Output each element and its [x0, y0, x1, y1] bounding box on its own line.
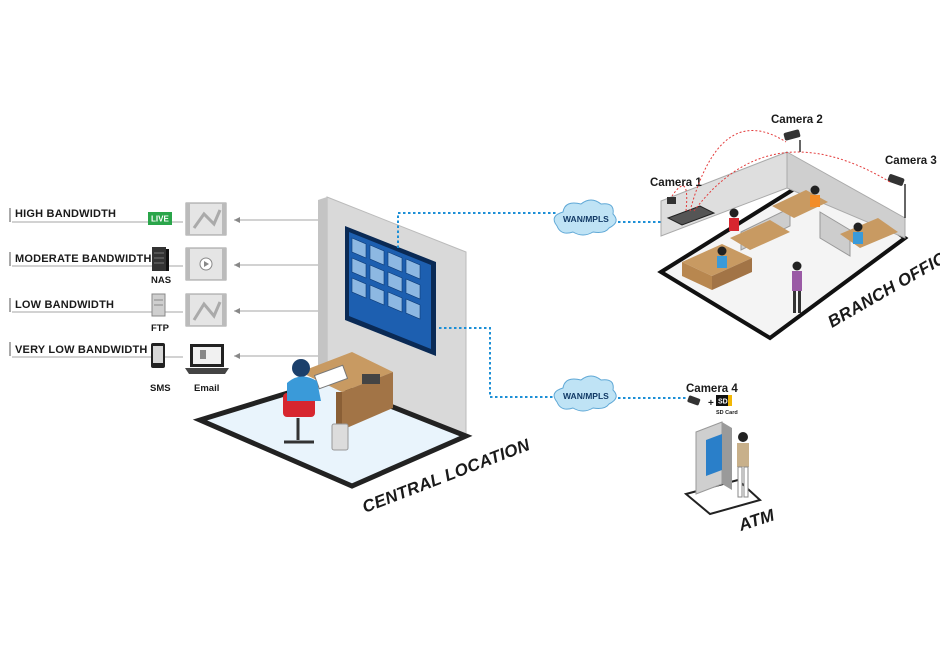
link-central-to-wan-bottom [439, 327, 556, 398]
video-thumbnail-moderate [185, 247, 227, 281]
tier-high-bandwidth: HIGH BANDWIDTH LIVE [9, 202, 325, 236]
wan-top-label: WAN/MPLS [563, 214, 609, 224]
sd-card-label: SD Card [716, 410, 738, 416]
svg-text:LIVE: LIVE [151, 215, 169, 224]
dvr-unit [666, 205, 716, 226]
atm-location: Camera 4 + SD SD Card ATM [683, 383, 777, 535]
network-links [397, 212, 688, 399]
sd-card-icon: SD [716, 395, 732, 406]
tier-low-bandwidth: LOW BANDWIDTH FTP [9, 293, 325, 334]
tier-very-low-bandwidth: VERY LOW BANDWIDTH SMS Email [9, 342, 325, 394]
video-thumbnail-low [185, 293, 227, 327]
tier-label-very-low: VERY LOW BANDWIDTH [15, 344, 148, 356]
branch-office: Camera 1 Camera 2 Camera 3 BRANCH OFFICE [650, 114, 940, 341]
branch-workers [717, 185, 863, 313]
link-central-to-wan-top [397, 212, 556, 248]
nas-icon [152, 247, 169, 271]
wan-bottom-label: WAN/MPLS [563, 391, 609, 401]
camera-3: Camera 3 [885, 155, 937, 218]
plus-sign: + [708, 398, 714, 409]
laptop-icon [185, 344, 229, 374]
central-location: CENTRAL LOCATION [192, 196, 533, 517]
camera-1-label: Camera 1 [650, 177, 702, 189]
ftp-server-icon [151, 293, 166, 317]
video-wall [345, 226, 436, 356]
wan-cloud-top: WAN/MPLS [553, 199, 617, 236]
camera-4: Camera 4 [686, 383, 738, 406]
operator-figure [283, 359, 349, 451]
nas-label: NAS [151, 275, 171, 286]
sms-label: SMS [150, 383, 171, 394]
phone-icon [151, 343, 165, 368]
camera-links [671, 130, 891, 212]
email-label: Email [194, 383, 219, 394]
camera-3-label: Camera 3 [885, 155, 937, 167]
tier-label-low: LOW BANDWIDTH [15, 299, 114, 311]
ftp-label: FTP [151, 323, 170, 334]
camera-4-label: Camera 4 [686, 383, 738, 395]
tier-moderate-bandwidth: MODERATE BANDWIDTH NAS [9, 247, 325, 286]
camera-2: Camera 2 [771, 114, 823, 152]
operator-desk [300, 352, 393, 430]
tier-label-moderate: MODERATE BANDWIDTH [15, 253, 152, 265]
live-badge: LIVE [148, 212, 172, 225]
video-thumbnail-high [185, 202, 227, 236]
camera-1: Camera 1 [650, 177, 702, 204]
camera-2-label: Camera 2 [771, 114, 823, 126]
svg-text:SD: SD [718, 399, 728, 406]
wan-cloud-bottom: WAN/MPLS [553, 375, 617, 412]
bandwidth-tiers: HIGH BANDWIDTH LIVE MODERATE BANDWIDTH [9, 202, 325, 394]
atm-kiosk [683, 421, 763, 516]
tier-label-high: HIGH BANDWIDTH [15, 208, 116, 220]
atm-label: ATM [735, 505, 777, 535]
